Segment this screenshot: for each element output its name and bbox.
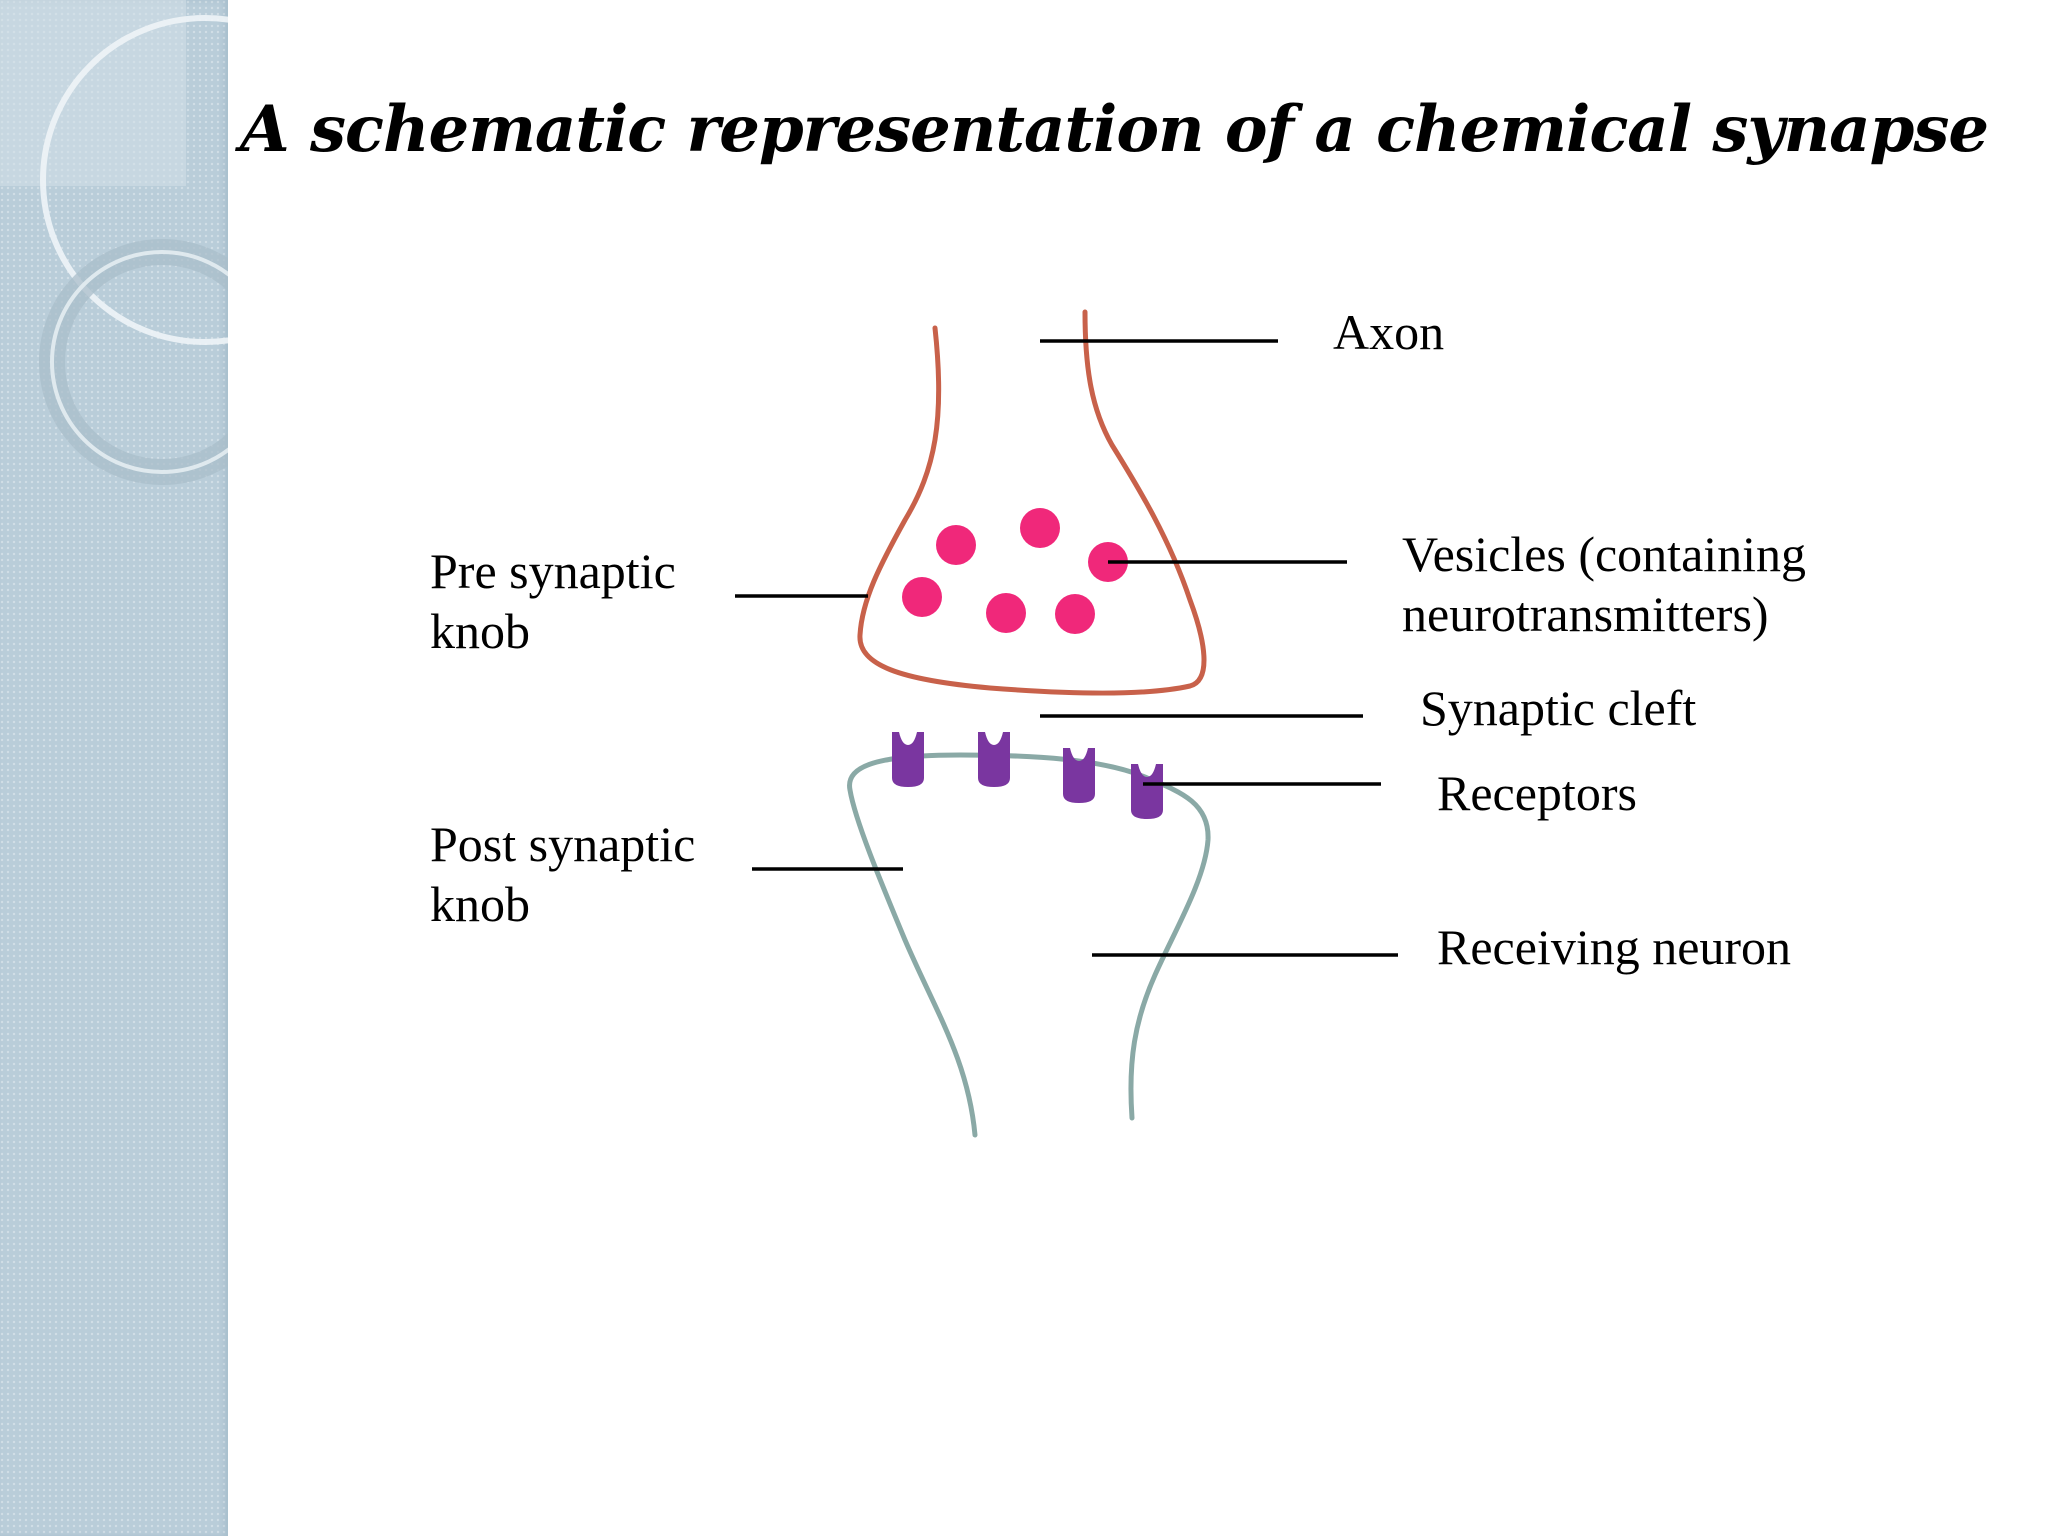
vesicle — [1020, 508, 1060, 548]
post-synaptic-label: Post synaptic knob — [430, 814, 695, 934]
receptors-label-text: Receptors — [1437, 765, 1637, 821]
synaptic-cleft-label: Synaptic cleft — [1420, 678, 1696, 738]
decorative-rings — [0, 0, 228, 485]
vesicles-label: Vesicles (containing neurotransmitters) — [1402, 524, 1806, 644]
vesicles-label-line2: neurotransmitters) — [1402, 586, 1769, 642]
receptors-label: Receptors — [1437, 763, 1637, 823]
receiving-neuron-label: Receiving neuron — [1437, 917, 1791, 977]
vesicle — [936, 525, 976, 565]
receiving-neuron-label-text: Receiving neuron — [1437, 919, 1792, 975]
receptor — [1131, 764, 1163, 819]
synaptic-cleft-label-text: Synaptic cleft — [1420, 680, 1697, 736]
post-synaptic-label-line1: Post synaptic — [430, 816, 696, 872]
pre-synaptic-label-line2: knob — [430, 603, 530, 659]
post-synaptic-label-line2: knob — [430, 876, 530, 932]
vesicle — [1055, 594, 1095, 634]
receptor — [892, 732, 924, 787]
axon-label: Axon — [1333, 302, 1444, 362]
vesicles-group — [902, 508, 1128, 634]
pre-synaptic-label: Pre synaptic knob — [430, 541, 676, 661]
receptors-group — [892, 732, 1163, 819]
axon-label-text: Axon — [1333, 304, 1445, 360]
presynaptic-knob-outline — [857, 309, 1207, 696]
pre-synaptic-label-line1: Pre synaptic — [430, 543, 676, 599]
leader-lines — [735, 339, 1398, 957]
receptor — [1063, 748, 1095, 803]
vesicles-label-line1: Vesicles (containing — [1402, 526, 1807, 582]
vesicle — [986, 593, 1026, 633]
slide-title: A schematic representation of a chemical… — [240, 92, 1989, 167]
receptor — [978, 732, 1010, 787]
postsynaptic-knob-outline — [847, 752, 1211, 1138]
vesicle — [902, 577, 942, 617]
